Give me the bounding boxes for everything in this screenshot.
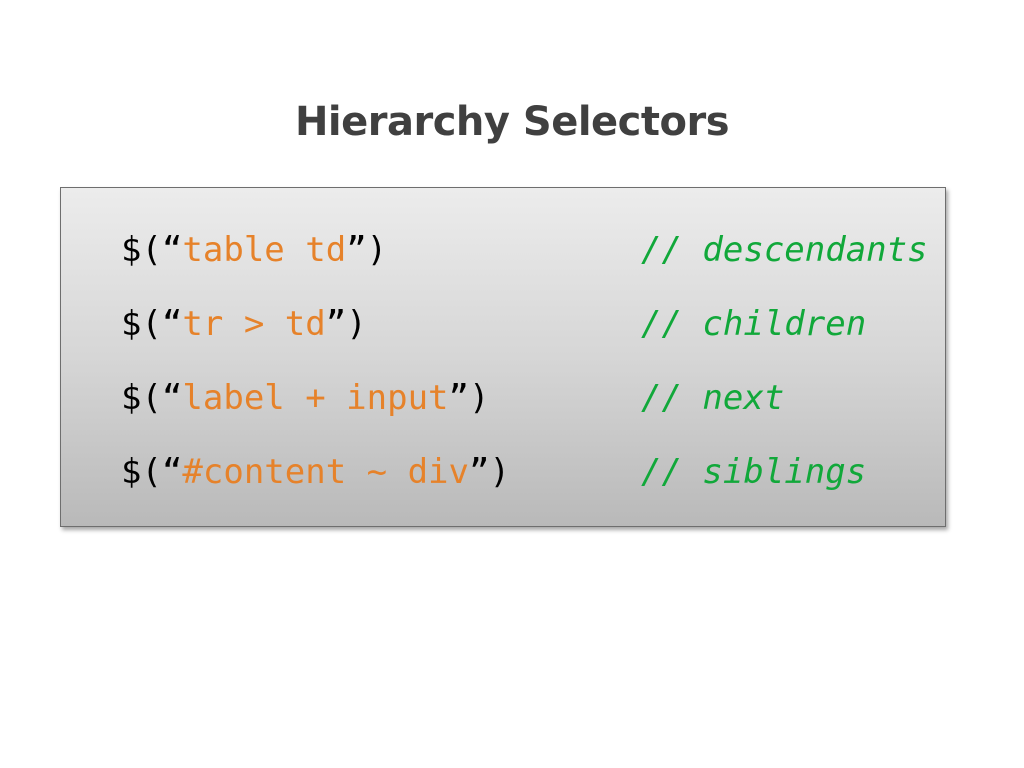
slide-title: Hierarchy Selectors bbox=[294, 99, 730, 145]
code-comment: // descendants bbox=[641, 230, 928, 270]
code-open: $(“ bbox=[121, 230, 183, 270]
code-open: $(“ bbox=[121, 452, 183, 492]
selector-string: tr > td bbox=[182, 304, 326, 344]
code-comment: // next bbox=[641, 378, 785, 418]
code-close: ”) bbox=[469, 452, 510, 492]
code-line-descendants: $(“table td”) // descendants bbox=[121, 226, 928, 274]
selector-string: #content ~ div bbox=[182, 452, 469, 492]
code-close: ”) bbox=[448, 378, 490, 418]
code-open: $(“ bbox=[121, 304, 183, 344]
code-block: $(“table td”)// descendants $(“tr > td”)… bbox=[60, 187, 946, 527]
code-line-siblings: $(“#content ~ div”) // siblings bbox=[121, 448, 866, 496]
code-line-children: $(“tr > td”) // children bbox=[121, 300, 866, 348]
code-comment: // children bbox=[641, 304, 867, 344]
code-line-next: $(“label + input”) // next bbox=[121, 374, 784, 422]
selector-string: label + input bbox=[182, 378, 449, 418]
selector-string: table td bbox=[182, 230, 347, 270]
code-comment: // siblings bbox=[641, 452, 867, 492]
code-close: ”) bbox=[346, 230, 388, 270]
code-close: ”) bbox=[325, 304, 367, 344]
code-open: $(“ bbox=[121, 378, 183, 418]
